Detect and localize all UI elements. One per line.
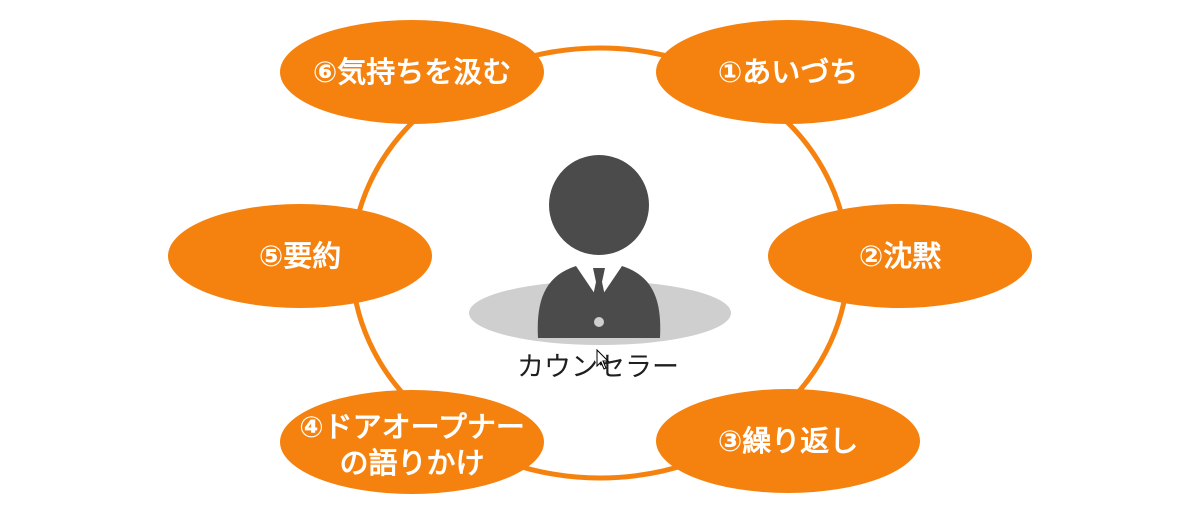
skill-node-5: ⑤要約	[168, 204, 432, 308]
node-label: ①あいづち	[718, 55, 859, 89]
skill-node-3: ③繰り返し	[656, 389, 920, 493]
node-label: ③繰り返し	[718, 424, 859, 458]
node-label: ②沈黙	[859, 239, 942, 273]
node-label-line2: の語りかけ	[339, 446, 484, 480]
node-label: ⑤要約	[259, 239, 342, 273]
skill-node-2: ②沈黙	[768, 204, 1032, 308]
counselor-figure: カウンセラー	[469, 155, 731, 383]
node-bubble	[656, 389, 920, 493]
node-bubble	[656, 20, 920, 124]
person-icon	[537, 155, 661, 338]
node-bubble	[168, 204, 432, 308]
node-bubble	[280, 20, 544, 124]
person-button	[594, 317, 604, 327]
skill-node-6: ⑥気持ちを汲む	[280, 20, 544, 124]
person-head	[549, 155, 649, 255]
mouse-cursor-icon	[596, 348, 610, 370]
skill-node-1: ①あいづち	[656, 20, 920, 124]
node-bubble	[768, 204, 1032, 308]
skill-node-4: ④ドアオープナー の語りかけ	[280, 390, 544, 494]
node-label: ④ドアオープナー	[299, 410, 525, 444]
person-tie	[593, 268, 605, 302]
node-bubble	[280, 390, 544, 494]
node-label: ⑥気持ちを汲む	[313, 55, 512, 89]
